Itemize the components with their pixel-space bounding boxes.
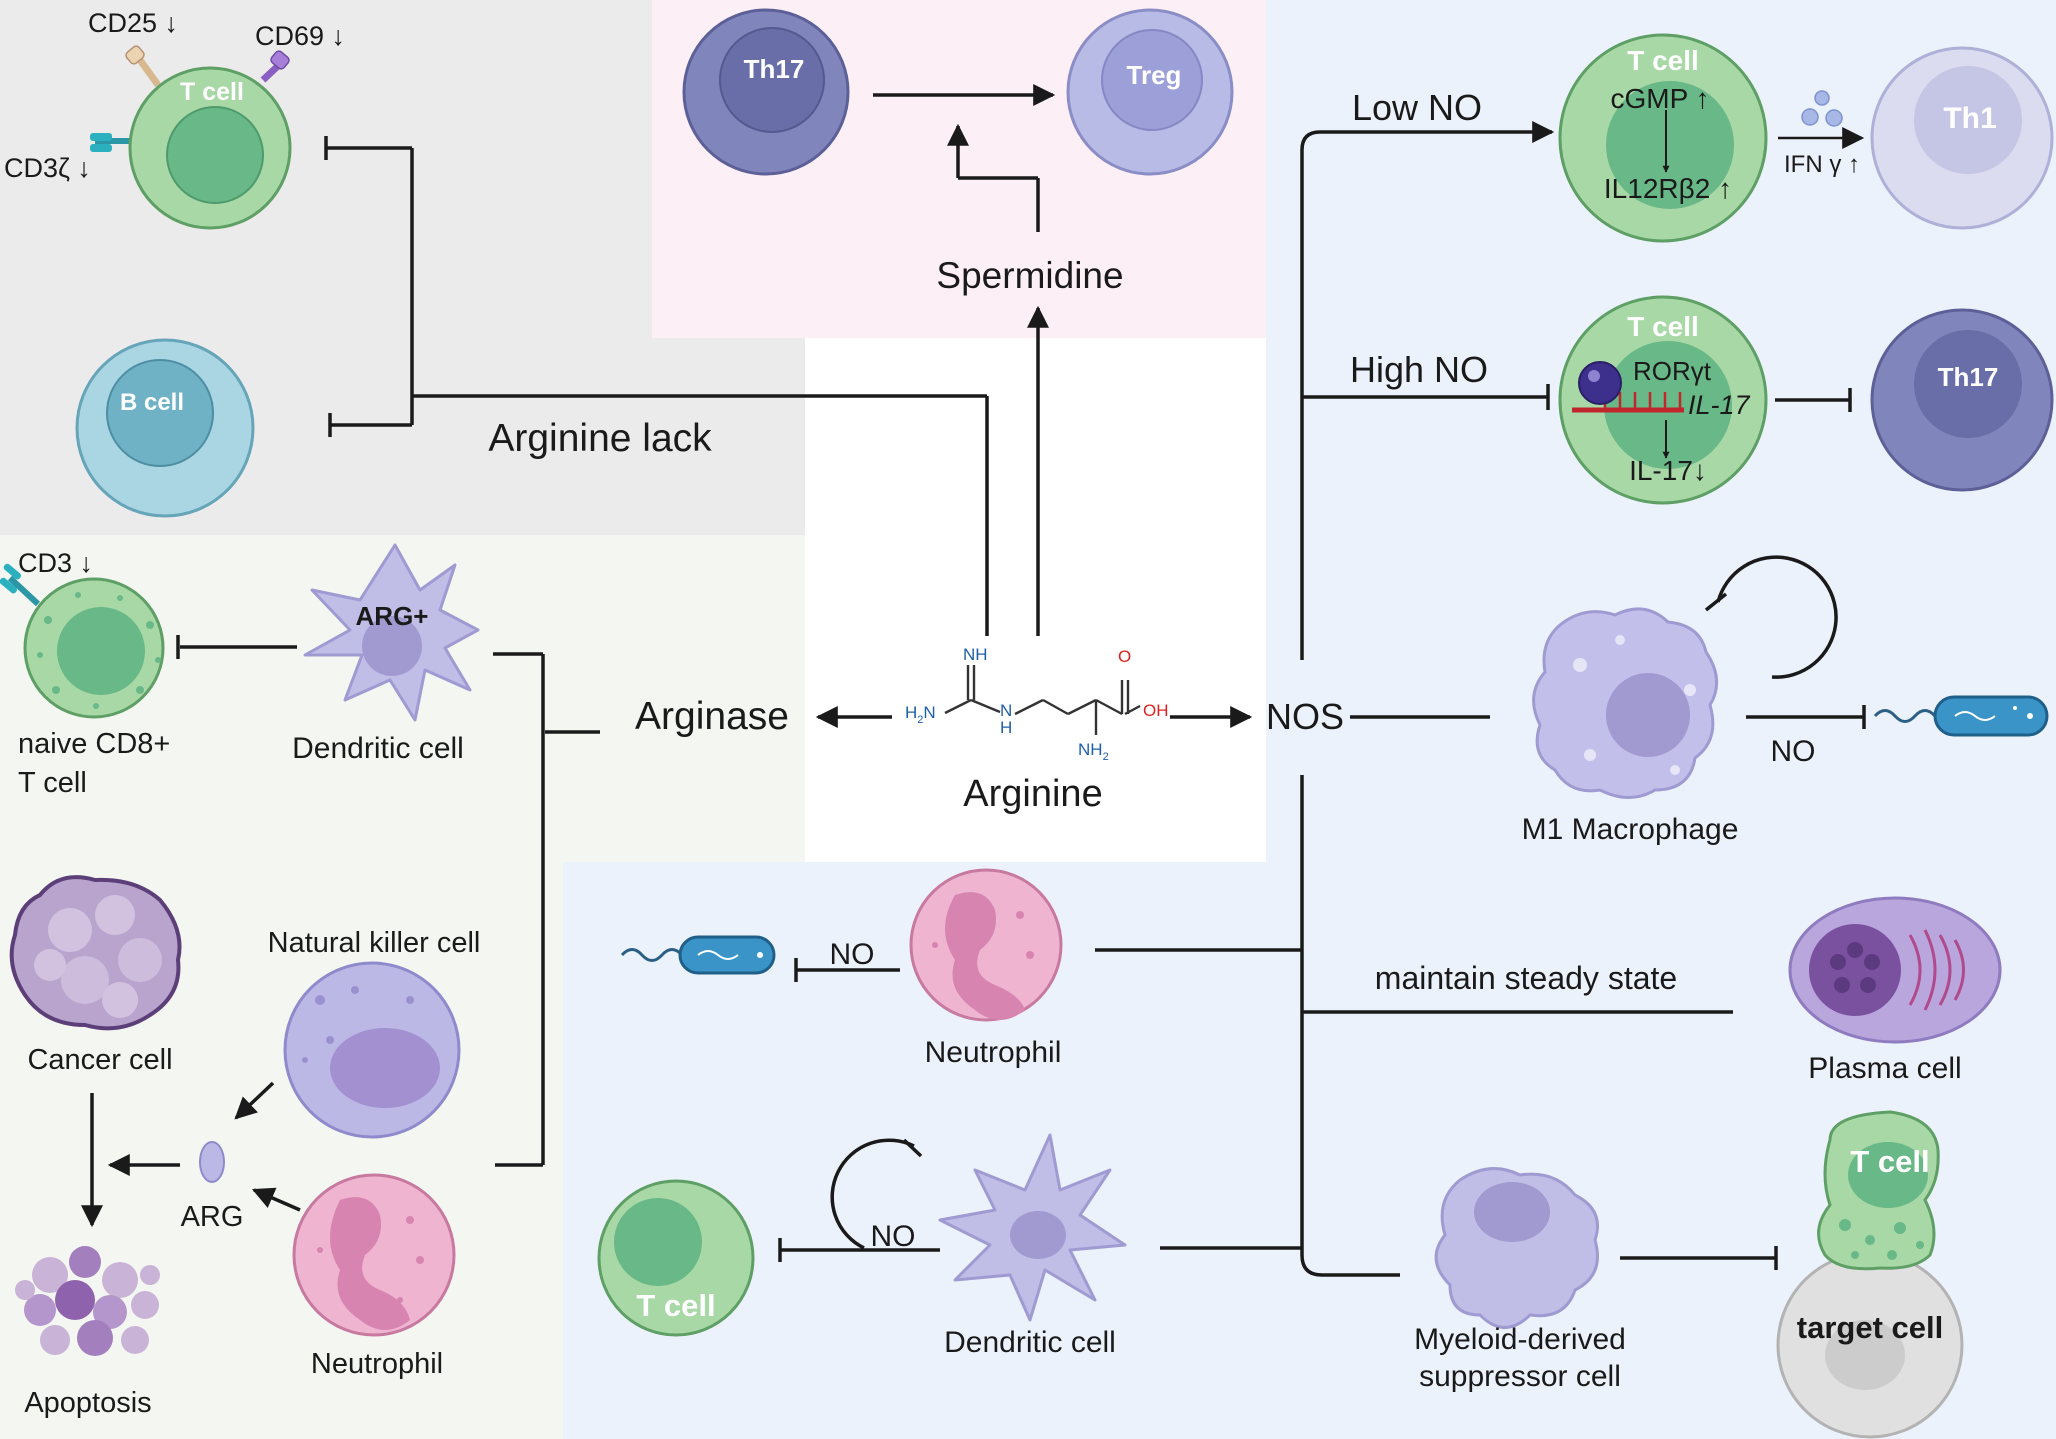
t-cell-label-high-no: T cell: [1627, 311, 1699, 342]
spermidine-label: Spermidine: [936, 255, 1123, 296]
th17-cell-right: [1870, 308, 2054, 492]
arginine-lack-label: Arginine lack: [488, 417, 712, 460]
arginase-label: Arginase: [635, 695, 789, 738]
t-cell-top-left: [90, 45, 292, 230]
neutrophil-label-center: Neutrophil: [925, 1036, 1062, 1069]
treg-cell: [1066, 8, 1234, 176]
t-cell-high-no: [1558, 295, 1768, 505]
bacteria-right: [1873, 695, 2049, 737]
naive-cd8-label-line1: naive CD8+: [18, 728, 170, 760]
th17-label-right: Th17: [1938, 362, 1999, 392]
mdsc-cell: [1434, 1167, 1599, 1329]
bacteria-center: [620, 935, 776, 975]
steady-state-label: maintain steady state: [1375, 960, 1677, 996]
th17-cell-top: [682, 8, 850, 176]
central-connectors: [81, 84, 1253, 1228]
atom-o: O: [1118, 647, 1131, 666]
dendritic-cell-arg: [303, 543, 480, 722]
t-cell-cytotoxic: [1817, 1110, 1940, 1271]
m1-macrophage-label: M1 Macrophage: [1522, 813, 1739, 846]
t-cell-label-low-no: T cell: [1627, 45, 1699, 76]
neutrophil-center: [909, 868, 1063, 1022]
dendritic-cell-label-bottom: Dendritic cell: [944, 1326, 1116, 1359]
low-no-label: Low NO: [1352, 87, 1482, 128]
atom-nh2: NH2: [1078, 740, 1109, 763]
naive-cd8-label-line2: T cell: [18, 767, 87, 799]
no-label-m1: NO: [1771, 735, 1816, 768]
il12-label: IL12Rβ2 ↑: [1604, 173, 1732, 204]
neutrophil-left: [292, 1173, 456, 1337]
t-cell-low-no: [1558, 33, 1768, 243]
cgmp-label: cGMP ↑: [1610, 83, 1709, 114]
cd69-label: CD69 ↓: [255, 21, 345, 51]
mdsc-label-line2: suppressor cell: [1419, 1360, 1621, 1393]
ifn-gamma-dots: [1801, 90, 1843, 127]
high-no-label: High NO: [1350, 349, 1488, 390]
apoptotic-cell: [15, 1246, 160, 1356]
atom-n: N: [1000, 701, 1012, 720]
apoptosis-label: Apoptosis: [24, 1387, 151, 1419]
b-cell-label: B cell: [120, 389, 184, 416]
cd25-label: CD25 ↓: [88, 8, 178, 38]
mdsc-label-line1: Myeloid-derived: [1414, 1323, 1626, 1356]
t-cell-label-cytotoxic: T cell: [1850, 1144, 1929, 1179]
no-label-dc: NO: [871, 1220, 916, 1253]
cancer-cell: [9, 875, 182, 1031]
il17-down-label: IL-17↓: [1629, 455, 1707, 486]
nk-cell: [283, 961, 461, 1139]
arginine-molecule: [944, 665, 1141, 735]
t-cell-label-top-left: T cell: [180, 78, 244, 106]
arginine-atoms: NH H2N N H O OH NH2: [905, 645, 1169, 763]
cancer-cell-label: Cancer cell: [27, 1044, 172, 1076]
arg-label: ARG: [181, 1201, 244, 1233]
m1-macrophage: [1532, 607, 1718, 799]
roryt-label: RORγt: [1633, 356, 1712, 386]
atom-nh: NH: [963, 645, 988, 664]
atom-h2n: H2N: [905, 703, 936, 726]
cd3-label: CD3 ↓: [18, 548, 93, 578]
dendritic-cell-label-left: Dendritic cell: [292, 732, 464, 765]
cd3z-label: CD3ζ ↓: [4, 153, 91, 183]
neutrophil-label-left: Neutrophil: [311, 1348, 443, 1380]
naive-cd8-t-cell: [0, 563, 165, 719]
panel-arginine-center: [805, 338, 1266, 862]
th17-label-top: Th17: [744, 54, 805, 84]
arginine-label: Arginine: [963, 773, 1102, 815]
nos-label: NOS: [1266, 696, 1344, 737]
no-label-neutrophil: NO: [830, 938, 875, 971]
b-cell: [75, 338, 255, 518]
plasma-cell: [1788, 896, 2002, 1044]
t-cell-label-bottom: T cell: [636, 1288, 715, 1323]
atom-h: H: [1000, 718, 1012, 737]
dendritic-cell-bottom: [938, 1133, 1127, 1322]
arg-enzyme: [199, 1141, 225, 1183]
arg-plus-label: ARG+: [356, 601, 429, 631]
atom-oh: OH: [1143, 701, 1169, 720]
plasma-cell-label: Plasma cell: [1808, 1052, 1961, 1085]
treg-label: Treg: [1127, 60, 1182, 90]
ifn-gamma-label: IFN γ ↑: [1784, 151, 1860, 178]
target-cell-label: target cell: [1797, 1310, 1943, 1345]
target-cell: [1776, 1251, 1964, 1439]
th1-label: Th1: [1943, 102, 1996, 135]
nos-tree: [778, 121, 1866, 1277]
th1-cell: [1870, 46, 2054, 230]
t-cell-bottom: [597, 1179, 755, 1337]
il17-gene-label: IL-17: [1688, 390, 1751, 420]
nk-cell-label: Natural killer cell: [268, 927, 481, 959]
